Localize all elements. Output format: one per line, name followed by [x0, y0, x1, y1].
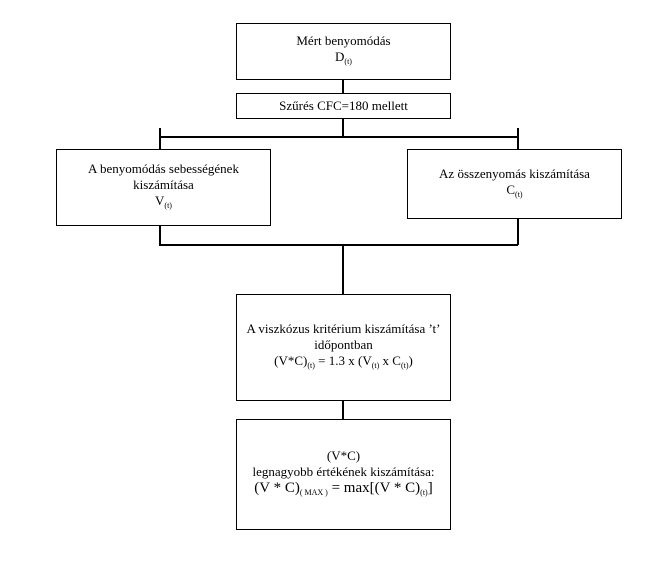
compression-calc-box: Az összenyomás kiszámítása C(t) [407, 149, 622, 219]
velocity-calc-label-2: kiszámítása [133, 177, 194, 192]
filter-label: Szűrés CFC=180 mellett [279, 98, 408, 113]
viscous-criterion-box: A viszkózus kritérium kiszámítása ’t’ id… [236, 294, 451, 401]
deflection-variable: D(t) [335, 49, 352, 66]
measured-deflection-label: Mért benyomódás [296, 33, 391, 48]
viscous-criterion-formula: (V*C)(t) = 1.3 x (V(t) x C(t)) [274, 353, 413, 370]
connector-box5-box6 [342, 400, 344, 420]
connector-box2-split [342, 118, 344, 137]
merge-left-line [159, 225, 161, 245]
connector-box1-box2 [342, 79, 344, 94]
filter-box: Szűrés CFC=180 mellett [236, 93, 451, 119]
viscous-criterion-label-2: időpontban [314, 337, 373, 352]
max-value-label-2: legnagyobb értékének kiszámítása: [252, 464, 435, 479]
merge-horizontal-line [159, 244, 518, 246]
connector-merge-box5 [342, 244, 344, 294]
max-value-box: (V*C) legnagyobb értékének kiszámítása: … [236, 419, 451, 530]
velocity-variable: V(t) [155, 193, 172, 210]
split-left-tick [159, 128, 161, 149]
compression-variable: C(t) [506, 181, 523, 199]
velocity-calc-box: A benyomódás sebességének kiszámítása V(… [56, 149, 271, 226]
viscous-criterion-label-1: A viszkózus kritérium kiszámítása ’t’ [246, 321, 441, 336]
split-horizontal-line [159, 136, 518, 138]
compression-calc-label: Az összenyomás kiszámítása [439, 165, 590, 181]
measured-deflection-box: Mért benyomódás D(t) [236, 23, 451, 80]
split-right-tick [517, 128, 519, 149]
velocity-calc-label-1: A benyomódás sebességének [88, 161, 239, 176]
merge-right-line [517, 218, 519, 245]
max-value-label-1: (V*C) [326, 448, 361, 463]
max-value-formula: (V * C)( MAX ) = max[(V * C)(t)] [254, 480, 433, 497]
